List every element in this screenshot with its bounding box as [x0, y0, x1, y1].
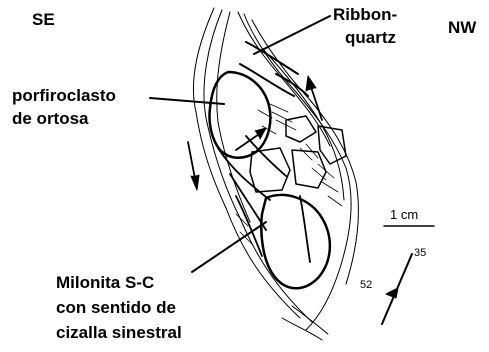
lower-clast-outline	[261, 195, 330, 288]
orientation-left-label: SE	[32, 9, 55, 31]
leader-porfiroclasto	[150, 98, 224, 104]
strike-dip-symbol	[382, 254, 412, 324]
shear-sense-arrows	[188, 76, 322, 190]
shear-c-planes	[218, 136, 310, 262]
ribbon-quartz-label-line2: quartz	[345, 27, 396, 49]
porfiroclasto-outline	[209, 72, 270, 158]
milonita-label-line3: cizalla sinestral	[56, 322, 182, 344]
orientation-right-label: NW	[448, 17, 476, 39]
porfiroclasto-label-line2: de ortosa	[12, 108, 89, 130]
dip-value: 52	[360, 279, 372, 291]
ribbon-quartz-label-line1: Ribbon-	[333, 4, 397, 26]
porfiroclasto-label-line1: porfiroclasto	[12, 85, 116, 107]
outer-foliation-lines	[193, 8, 358, 340]
milonita-label-line1: Milonita S-C	[56, 272, 154, 294]
leader-ribbon-quartz	[254, 16, 330, 54]
strike-value: 35	[414, 247, 426, 259]
leader-milonita	[192, 222, 266, 272]
milonita-label-line2: con sentido de	[56, 297, 176, 319]
scale-bar-label: 1 cm	[390, 208, 418, 222]
